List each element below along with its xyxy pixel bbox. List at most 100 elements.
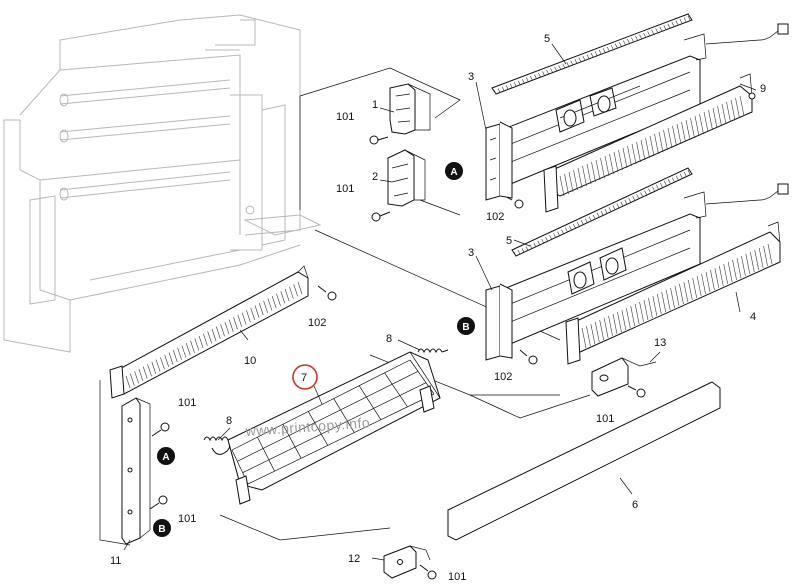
strip-hatch-line <box>578 57 582 62</box>
cover-hatch-line <box>640 139 646 161</box>
cover-hatch-line <box>181 345 187 358</box>
cover-hatch-line <box>276 293 281 306</box>
strip-hatch-line <box>542 71 545 76</box>
svg-text:B: B <box>462 322 469 333</box>
label-part-1: 1 <box>372 99 378 111</box>
badge-a-upper: A <box>445 162 463 180</box>
label-part-3-lower: 3 <box>468 247 474 259</box>
strip-hatch-line <box>614 43 618 48</box>
grid-rib <box>333 398 355 433</box>
grid-rib <box>257 436 275 472</box>
label-screw-101-b: 101 <box>336 183 354 195</box>
cover-hatch-line <box>648 297 653 319</box>
strip-hatch-line <box>660 182 663 188</box>
strip-hatch-line <box>522 79 525 84</box>
cover-hatch-line <box>151 361 157 374</box>
cover-hatch-line <box>246 310 251 323</box>
strip-hatch-line <box>573 223 576 229</box>
cover-hatch-line <box>703 111 709 133</box>
cover-hatch-line <box>639 301 644 323</box>
strip-hatch-line <box>606 46 610 51</box>
label-part-3-upper: 3 <box>468 71 474 83</box>
strip-hatch-line <box>580 220 584 225</box>
strip-hatch-line <box>656 184 659 190</box>
part-13-bracket <box>591 357 657 397</box>
part-10-cover <box>109 265 309 399</box>
cover-hatch-line <box>679 283 684 305</box>
grid-rib <box>384 372 408 408</box>
part-7-grid-guide <box>227 351 441 505</box>
cover-hatch-line <box>690 117 695 139</box>
cover-hatch-line <box>663 129 668 151</box>
part-6-plate <box>447 381 721 541</box>
cover-hatch-line <box>696 275 702 297</box>
strip-hatch-line <box>610 45 614 50</box>
cover-hatch-line <box>683 281 689 303</box>
cover-hatch-line <box>241 312 247 325</box>
cover-hatch-line <box>198 335 204 349</box>
cover-hatch-line <box>600 157 605 179</box>
leader-frame-lines <box>99 67 591 546</box>
strip-hatch-line <box>600 210 604 216</box>
cover-hatch-line <box>134 371 139 384</box>
screw-102-b <box>317 285 337 301</box>
strip-hatch-line <box>586 54 590 59</box>
cover-hatch-line <box>687 279 693 301</box>
cover-hatch-line <box>618 149 623 171</box>
cover-hatch-line <box>627 145 632 167</box>
cover-hatch-line <box>228 319 234 332</box>
strip-hatch-line <box>574 59 578 64</box>
cover-hatch-line <box>224 321 230 335</box>
cover-hatch-line <box>164 354 169 367</box>
part-12-bracket <box>383 545 431 579</box>
strip-hatch-line <box>561 229 564 234</box>
strip-hatch-line <box>647 31 650 36</box>
cover-hatch-line <box>590 323 596 345</box>
cover-hatch-line <box>692 277 698 299</box>
cover-hatch-line <box>621 309 627 331</box>
cover-hatch-line <box>758 247 764 269</box>
strip-hatch-line <box>538 72 541 78</box>
cover-hatch-line <box>564 173 569 195</box>
cover-hatch-line <box>594 321 600 343</box>
strip-hatch-line <box>517 250 521 255</box>
label-screw-102-a: 102 <box>486 211 504 223</box>
cover-hatch-line <box>284 288 290 302</box>
cover-hatch-line <box>595 159 601 181</box>
strip-hatch-line <box>627 38 630 44</box>
svg-text:B: B <box>158 524 165 535</box>
cover-hatch-line <box>220 324 225 337</box>
highlight-circle-part-7 <box>292 364 318 390</box>
cover-hatch-line <box>581 327 587 349</box>
strip-hatch-line <box>525 246 529 251</box>
strip-hatch-line <box>652 186 655 191</box>
label-screw-101-d: 101 <box>178 513 196 525</box>
cover-hatch-line <box>723 263 729 285</box>
cover-hatch-line <box>672 125 677 147</box>
strip-hatch-line <box>562 63 565 68</box>
cover-hatch-line <box>732 259 737 281</box>
cover-hatch-line <box>203 333 208 346</box>
strip-hatch-line <box>537 240 540 245</box>
label-part-8-lower: 8 <box>226 415 232 427</box>
cover-hatch-line <box>767 243 773 265</box>
part-1-bracket <box>389 83 431 135</box>
strip-hatch-line <box>594 51 598 56</box>
strip-hatch-line <box>624 199 627 204</box>
strip-hatch-line <box>632 195 635 201</box>
cover-hatch-line <box>155 359 161 372</box>
cover-hatch-line <box>630 305 636 327</box>
label-part-7: 7 <box>301 372 307 384</box>
label-part-8-upper: 8 <box>386 333 392 345</box>
cover-hatch-line <box>207 331 212 344</box>
cover-hatch-line <box>147 364 152 377</box>
strip-hatch-line <box>663 25 667 30</box>
cover-hatch-line <box>705 271 711 293</box>
label-part-10: 10 <box>244 355 256 367</box>
cover-hatch-line <box>667 127 673 149</box>
strip-hatch-line <box>588 216 592 221</box>
cover-hatch-line <box>591 161 596 183</box>
strip-hatch-line <box>577 222 580 227</box>
cover-hatch-line <box>694 115 700 137</box>
